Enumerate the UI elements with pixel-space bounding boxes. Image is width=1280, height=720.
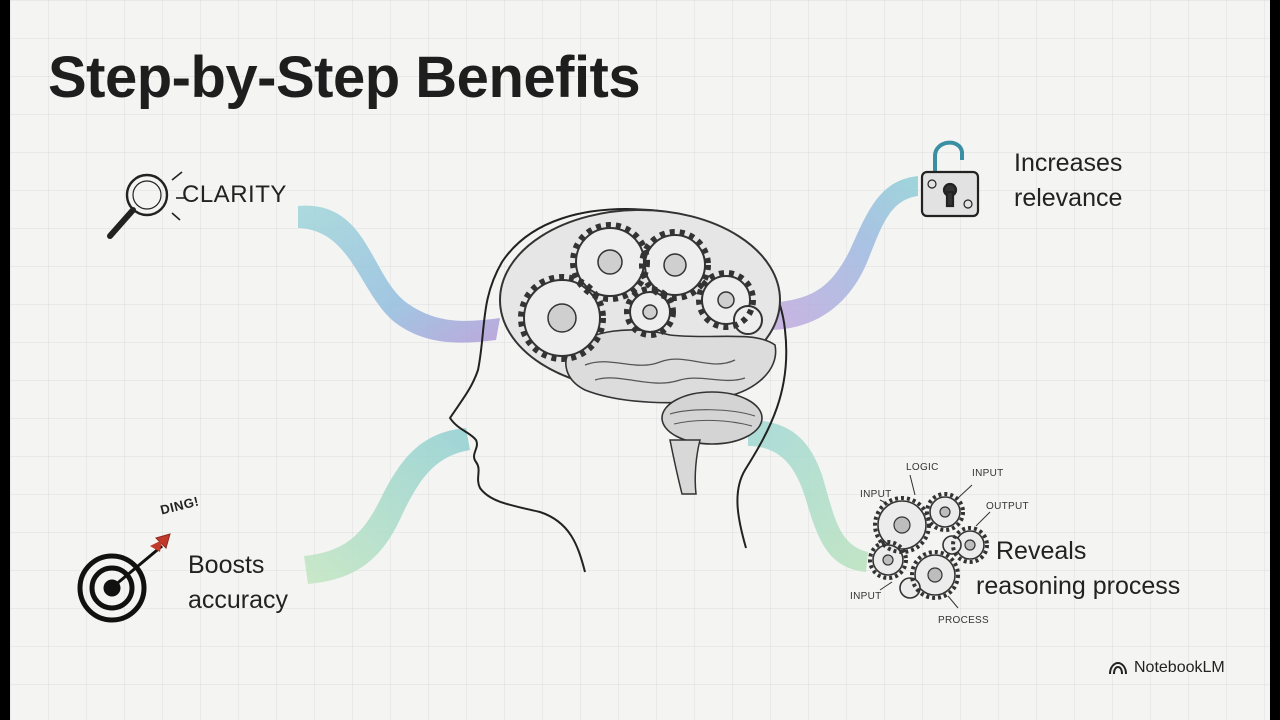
gear-label-output: OUTPUT xyxy=(986,501,1029,512)
magnifying-glass-icon xyxy=(107,171,186,239)
target-icon xyxy=(77,533,171,623)
ribbon-relevance xyxy=(768,176,918,330)
benefit-reasoning-label: Reveals reasoning process xyxy=(976,534,1180,604)
gear-label-input-bottom: INPUT xyxy=(850,591,882,602)
brand-name: NotebookLM xyxy=(1134,659,1225,676)
padlock-icon xyxy=(920,140,980,218)
brand: NotebookLM xyxy=(1108,659,1225,677)
benefit-accuracy-label: Boosts accuracy xyxy=(188,548,288,618)
reasoning-line-2: reasoning process xyxy=(976,572,1181,600)
ribbon-reasoning xyxy=(748,420,868,572)
diagram-art xyxy=(77,140,991,623)
head-outline xyxy=(448,208,788,573)
brain-icon xyxy=(499,209,781,495)
benefit-clarity-label: CLARITY xyxy=(182,181,287,208)
slide: Step-by-Step Benefits xyxy=(10,0,1270,720)
slide-title: Step-by-Step Benefits xyxy=(48,45,641,110)
relevance-line-1: Increases xyxy=(1014,149,1123,177)
accuracy-line-2: accuracy xyxy=(188,586,289,614)
gear-label-input-right: INPUT xyxy=(972,468,1004,479)
ribbon-clarity xyxy=(298,205,500,343)
benefit-relevance-label: Increases relevance xyxy=(1014,146,1122,216)
notebooklm-logo-icon xyxy=(1109,661,1127,675)
gear-label-input-left: INPUT xyxy=(860,489,892,500)
ribbon-accuracy xyxy=(304,428,470,584)
relevance-line-2: relevance xyxy=(1014,184,1123,212)
reasoning-line-1: Reveals xyxy=(996,537,1087,565)
accuracy-line-1: Boosts xyxy=(188,551,265,579)
gear-label-process: PROCESS xyxy=(938,615,990,626)
gear-label-logic: LOGIC xyxy=(906,462,939,473)
